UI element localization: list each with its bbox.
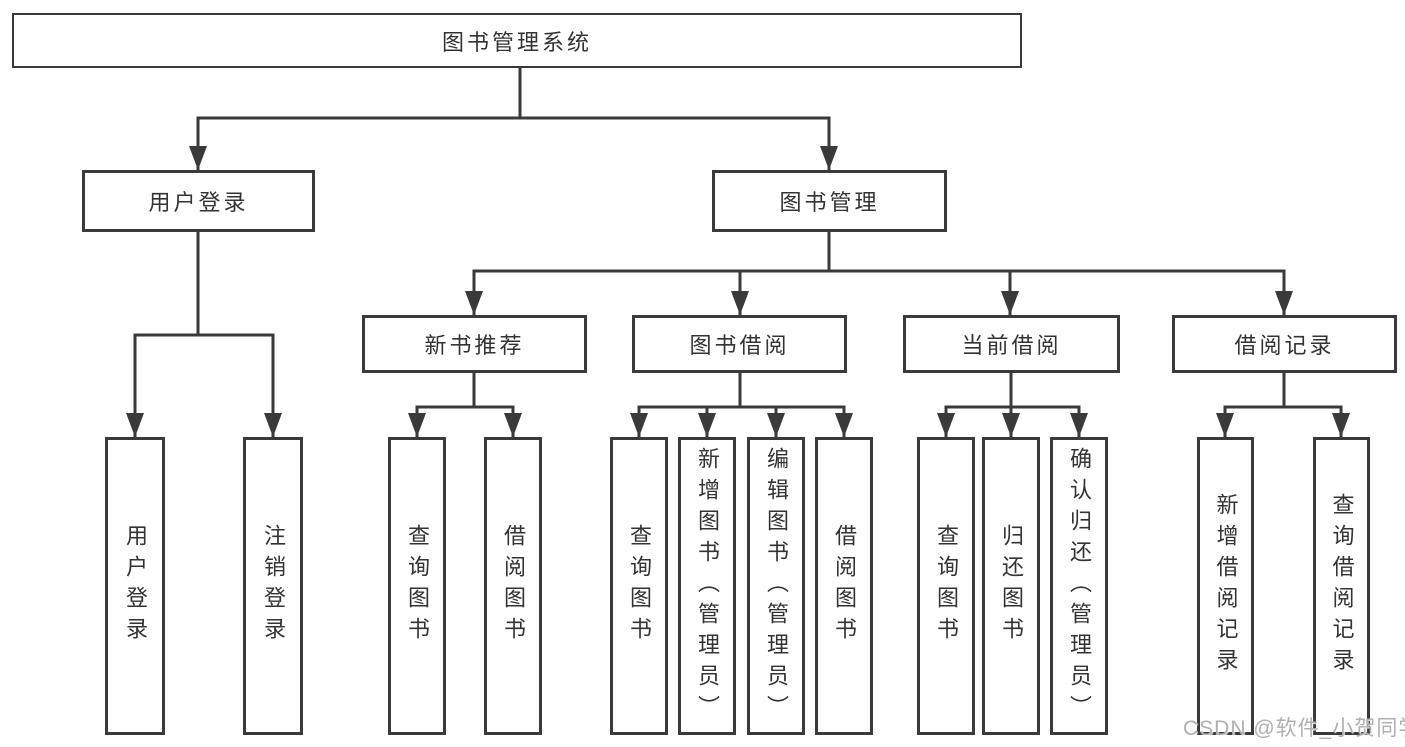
leaf-borrow-book-recommend-label: 借阅图书 bbox=[501, 524, 526, 648]
leaf-edit-book-admin: 编辑图书（管理员） bbox=[747, 437, 805, 735]
tree-edges bbox=[133, 68, 1343, 437]
leaf-user-login-label: 用户登录 bbox=[123, 524, 148, 648]
leaf-add-borrow-record: 新增借阅记录 bbox=[1197, 437, 1254, 735]
node-current-borrowing-label: 当前借阅 bbox=[961, 333, 1062, 358]
leaf-borrow-book-recommend: 借阅图书 bbox=[484, 437, 542, 735]
leaf-search-book-current: 查询图书 bbox=[917, 437, 975, 735]
node-book-borrowing: 图书借阅 bbox=[632, 315, 847, 373]
node-new-book-recommend: 新书推荐 bbox=[362, 315, 587, 373]
node-user-login: 用户登录 bbox=[82, 170, 315, 232]
leaf-borrow-book-borrowing: 借阅图书 bbox=[815, 437, 873, 735]
leaf-search-book-current-label: 查询图书 bbox=[934, 524, 959, 648]
leaf-add-book-admin-label: 新增图书（管理员） bbox=[695, 446, 720, 726]
csdn-watermark: CSDN @软件_小贺同学 bbox=[1183, 717, 1405, 740]
leaf-add-book-admin: 新增图书（管理员） bbox=[678, 437, 736, 735]
leaf-edit-book-admin-label: 编辑图书（管理员） bbox=[764, 446, 789, 726]
leaf-search-borrow-record: 查询借阅记录 bbox=[1313, 437, 1370, 735]
node-new-book-recommend-label: 新书推荐 bbox=[424, 333, 525, 358]
node-borrowing-records: 借阅记录 bbox=[1172, 315, 1397, 373]
leaf-search-book-recommend: 查询图书 bbox=[388, 437, 446, 735]
leaf-confirm-return-admin-label: 确认归还（管理员） bbox=[1067, 446, 1092, 726]
leaf-logout-label: 注销登录 bbox=[261, 524, 286, 648]
node-borrowing-records-label: 借阅记录 bbox=[1234, 333, 1335, 358]
node-user-login-label: 用户登录 bbox=[148, 190, 249, 215]
leaf-search-borrow-record-label: 查询借阅记录 bbox=[1329, 493, 1355, 679]
leaf-borrow-book-borrowing-label: 借阅图书 bbox=[832, 524, 857, 648]
node-root: 图书管理系统 bbox=[12, 13, 1022, 68]
node-root-label: 图书管理系统 bbox=[441, 29, 592, 55]
leaf-return-book: 归还图书 bbox=[982, 437, 1040, 735]
node-book-management-label: 图书管理 bbox=[779, 190, 880, 215]
leaf-return-book-label: 归还图书 bbox=[999, 524, 1024, 648]
leaf-confirm-return-admin: 确认归还（管理员） bbox=[1050, 437, 1108, 735]
node-book-borrowing-label: 图书借阅 bbox=[689, 333, 790, 358]
leaf-search-book-recommend-label: 查询图书 bbox=[405, 524, 430, 648]
leaf-add-borrow-record-label: 新增借阅记录 bbox=[1213, 493, 1239, 679]
node-book-management: 图书管理 bbox=[712, 170, 947, 232]
node-current-borrowing: 当前借阅 bbox=[903, 315, 1120, 373]
leaf-logout: 注销登录 bbox=[243, 437, 303, 735]
leaf-search-book-borrowing: 查询图书 bbox=[610, 437, 668, 735]
leaf-user-login: 用户登录 bbox=[105, 437, 165, 735]
leaf-search-book-borrowing-label: 查询图书 bbox=[627, 524, 652, 648]
